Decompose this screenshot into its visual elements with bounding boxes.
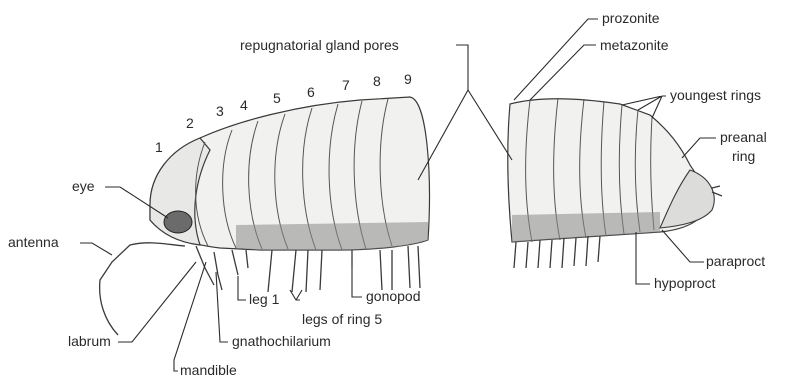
ring-number-7: 7 [342, 77, 350, 93]
label-prozonite: prozonite [602, 10, 660, 26]
label-gnathochilarium: gnathochilarium [232, 333, 331, 349]
leader-preanal-ring [682, 138, 716, 158]
anterior-ventral-shading [236, 222, 428, 250]
label-ring: ring [732, 148, 755, 164]
leader-paraproct [662, 230, 704, 262]
leader-metazonite [530, 45, 596, 100]
ring-number-6: 6 [307, 84, 315, 100]
ring-number-2: 2 [186, 115, 194, 131]
ring-number-3: 3 [216, 103, 224, 119]
ring-number-4: 4 [240, 97, 248, 113]
leader-gnathochilarium [216, 272, 228, 342]
label-eye: eye [72, 178, 95, 194]
label-repugnatorial-gland-pores: repugnatorial gland pores [240, 37, 399, 53]
label-antenna: antenna [8, 234, 59, 250]
leader-hypoproct [636, 232, 650, 284]
ring-number-9: 9 [404, 71, 412, 87]
label-legs-of-ring-5: legs of ring 5 [302, 311, 382, 327]
leader-antenna [80, 243, 112, 255]
label-paraproct: paraproct [706, 253, 765, 269]
leader-prozonite [514, 19, 598, 100]
label-mandible: mandible [180, 362, 237, 378]
anterior-legs [232, 246, 420, 292]
label-hypoproct: hypoproct [654, 275, 716, 291]
leader-mandible [174, 262, 206, 371]
label-preanal: preanal [720, 129, 767, 145]
label-leg-1: leg 1 [249, 291, 280, 307]
posterior-body [508, 98, 722, 268]
ring-number-1: 1 [155, 139, 163, 155]
ring-number-8: 8 [373, 73, 381, 89]
compound-eye [164, 211, 192, 233]
antenna-shape [100, 243, 185, 335]
label-labrum: labrum [68, 333, 111, 349]
leader-repugnatorial [418, 45, 512, 180]
label-metazonite: metazonite [600, 37, 669, 53]
label-youngest-rings: youngest rings [670, 87, 761, 103]
leader-gonopod [352, 268, 362, 297]
ring-number-5: 5 [273, 90, 281, 106]
mouthparts [196, 246, 222, 290]
label-gonopod: gonopod [366, 288, 421, 304]
leader-leg1 [238, 276, 246, 300]
